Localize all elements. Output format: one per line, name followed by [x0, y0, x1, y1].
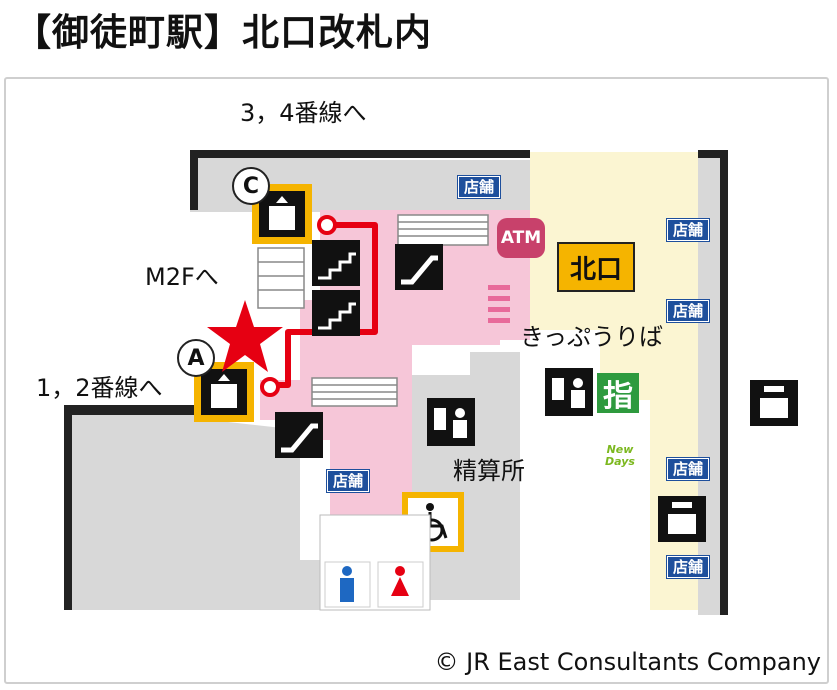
elevator-icon: [252, 184, 312, 244]
route-end: [260, 377, 280, 397]
womens-toilet-icon: [377, 561, 424, 608]
shop-label: 店舗: [667, 300, 710, 322]
coin-locker-icon: [658, 496, 706, 542]
atm-sign: ATM: [497, 218, 545, 258]
label-tracks-1-2: 1，2番線へ: [36, 374, 163, 402]
mens-toilet-icon: [324, 561, 371, 608]
label-fare-adjustment: 精算所: [453, 457, 525, 485]
stairs-mid: [311, 377, 398, 407]
marker-a: A: [177, 339, 215, 377]
concourse-pink: [260, 210, 530, 520]
shop-label: 店舗: [327, 470, 370, 492]
shop-label: 店舗: [667, 219, 710, 241]
ticket-gates: [488, 285, 510, 323]
escalator-icon: [395, 244, 443, 290]
shop-label: 店舗: [458, 176, 501, 198]
marker-c: C: [232, 167, 270, 205]
page-title: 【御徒町駅】北口改札内: [14, 11, 432, 54]
stairs-icon: [312, 290, 360, 336]
coin-locker-icon: [750, 380, 798, 426]
copyright-notice: © JR East Consultants Company: [434, 648, 821, 676]
route-start: [317, 215, 337, 235]
fare-adjustment-icon: [427, 398, 475, 446]
stairs-top: [397, 214, 489, 246]
shop-label: 店舗: [667, 458, 710, 480]
label-m2f: M2Fへ: [145, 263, 219, 291]
label-ticket-office: きっぷうりば: [520, 323, 664, 351]
current-location-star-icon: [207, 300, 283, 372]
map-frame: [4, 77, 829, 684]
north-exit-sign: 北口: [557, 242, 635, 292]
shop-label: 店舗: [667, 556, 710, 578]
escalator-icon: [275, 412, 323, 458]
label-tracks-3-4: 3，4番線へ: [240, 99, 367, 127]
lower-left-wall: [64, 405, 204, 415]
reserved-ticket-office-sign: 指: [597, 373, 639, 414]
left-gray-area: [64, 413, 325, 610]
walls: [64, 150, 728, 615]
newdays-store-logo: New Days: [597, 440, 643, 476]
ticket-machine-icon: [545, 368, 593, 416]
stairs-icon: [312, 240, 360, 286]
stairs-m2f: [257, 247, 305, 309]
